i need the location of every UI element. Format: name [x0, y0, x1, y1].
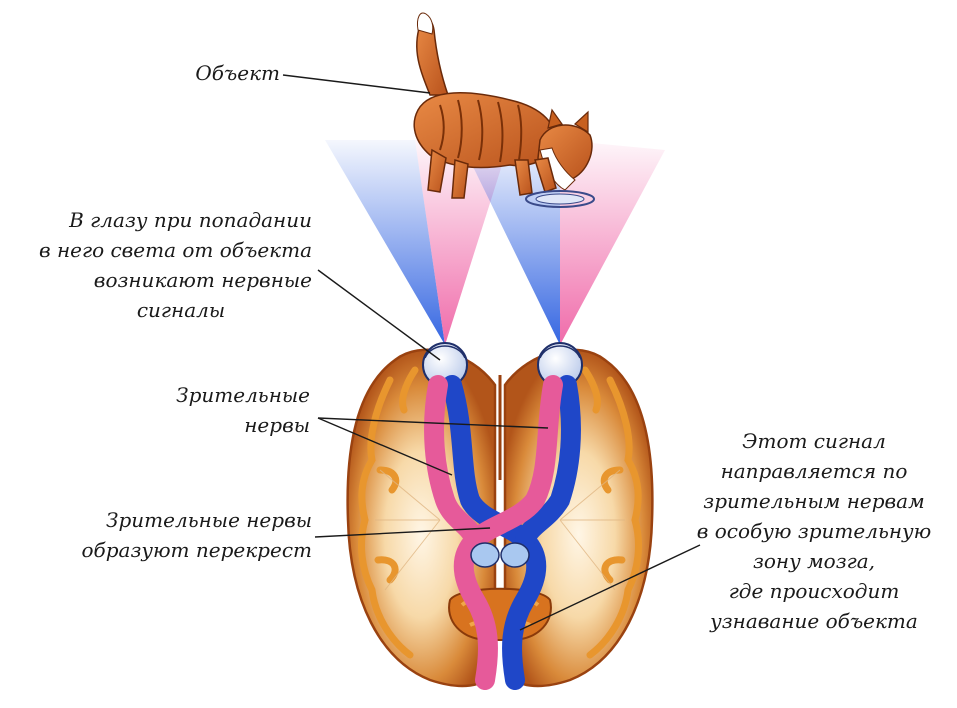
thalamus-left [471, 543, 499, 567]
cat-tail-tip [417, 13, 432, 34]
label-object: Объект [180, 58, 280, 88]
thalamus-right [501, 543, 529, 567]
milk-bowl-inner [536, 194, 584, 204]
label-optic-nerves: Зрительные нервы [120, 380, 310, 440]
eye-line-3: возникают нервные [0, 265, 312, 295]
leader-object [283, 75, 430, 93]
eye-line-4: сигналы [0, 295, 312, 325]
label-eye-signals: В глазу при попадании в него света от об… [0, 205, 312, 325]
light-cones [325, 140, 665, 345]
eye-line-1: В глазу при попадании [0, 205, 312, 235]
label-signal-path: Этот сигнал направляется по зрительным н… [676, 426, 952, 636]
label-chiasm: Зрительные нервы образуют перекрест [40, 505, 312, 565]
eye-line-2: в него света от объекта [0, 235, 312, 265]
